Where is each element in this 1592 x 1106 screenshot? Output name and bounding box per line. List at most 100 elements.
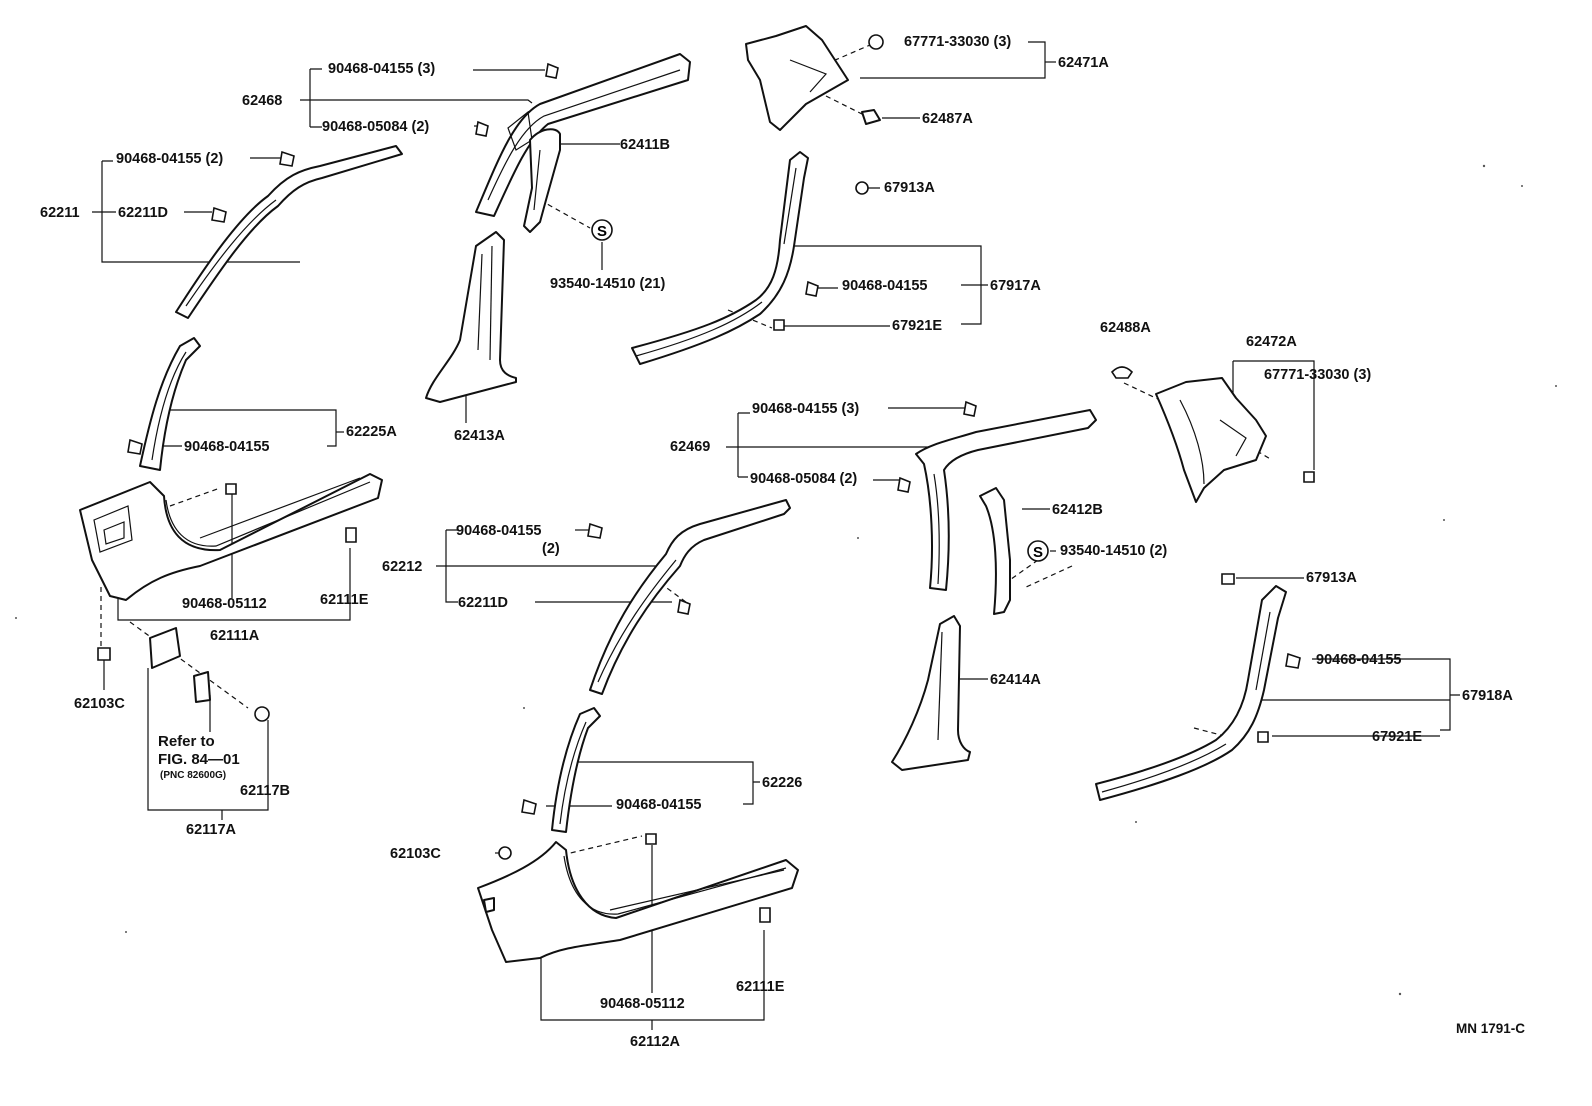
part-label: 62411B bbox=[620, 137, 670, 153]
part-label: 67917A bbox=[990, 278, 1041, 294]
clip-icon bbox=[587, 522, 603, 539]
part-label: 62117B bbox=[240, 783, 290, 799]
part-label: 90468-05084 (2) bbox=[750, 471, 858, 487]
front-pillar-garnish-62225a bbox=[139, 337, 201, 471]
part-label: 90468-04155 (2) bbox=[116, 151, 224, 167]
part-label: 67771-33030 (3) bbox=[1264, 367, 1372, 383]
screw-icon bbox=[254, 706, 270, 722]
part-label: 90468-04155 (3) bbox=[752, 401, 860, 417]
screw-icon bbox=[855, 181, 869, 195]
grommet-icon bbox=[498, 846, 512, 860]
clip-icon bbox=[1285, 652, 1301, 669]
pillar-garnish-62412b bbox=[979, 487, 1011, 615]
cover-62117a bbox=[149, 627, 211, 703]
quarter-trim-62472a bbox=[1155, 377, 1267, 503]
reference-note-line-2: FIG. 84—01 bbox=[158, 751, 240, 768]
part-label: 62111E bbox=[320, 592, 369, 608]
part-label: 62112A bbox=[630, 1034, 680, 1050]
door-scuff-plate-62111a bbox=[79, 473, 383, 601]
part-label: 90468-04155 bbox=[1316, 652, 1402, 668]
cowl-side-trim-67918a bbox=[1095, 585, 1287, 801]
center-pillar-garnish-62414a bbox=[891, 615, 971, 771]
push-clip-icon bbox=[759, 907, 771, 923]
push-clip-icon bbox=[1303, 471, 1315, 483]
part-label: 62226 bbox=[762, 775, 803, 791]
push-clip-icon bbox=[773, 319, 785, 331]
part-label: 62412B bbox=[1052, 502, 1103, 518]
part-label: 62469 bbox=[670, 439, 711, 455]
clip-icon bbox=[127, 438, 143, 455]
part-label: 90468-05112 bbox=[182, 596, 267, 612]
part-label: 90468-04155 bbox=[616, 797, 702, 813]
part-label: 62413A bbox=[454, 428, 505, 444]
part-label: (2) bbox=[542, 541, 560, 557]
part-label: 62487A bbox=[922, 111, 973, 127]
s-mark-text: S bbox=[1033, 544, 1043, 561]
roof-side-rail-62211 bbox=[175, 145, 403, 319]
clip-icon bbox=[225, 483, 237, 495]
screw-icon bbox=[1221, 573, 1235, 585]
clip-icon bbox=[645, 833, 657, 845]
pillar-garnish-62411b bbox=[523, 128, 561, 233]
part-label: 90468-04155 bbox=[184, 439, 270, 455]
front-pillar-garnish-62226 bbox=[551, 707, 601, 833]
roof-side-rail-62469 bbox=[915, 409, 1097, 591]
part-label: 67918A bbox=[1462, 688, 1513, 704]
push-clip-icon bbox=[345, 527, 357, 543]
clip-icon bbox=[545, 62, 559, 79]
clip-icon bbox=[521, 798, 537, 815]
part-label: 62103C bbox=[390, 846, 441, 862]
part-label: 90468-04155 bbox=[456, 523, 542, 539]
part-label: 90468-05112 bbox=[600, 996, 685, 1012]
roof-side-rail-62212 bbox=[589, 499, 791, 695]
part-label: 90468-04155 (3) bbox=[328, 61, 436, 77]
part-label: 67913A bbox=[884, 180, 935, 196]
push-clip-icon bbox=[1257, 731, 1269, 743]
part-label: 62211D bbox=[458, 595, 508, 611]
clip-icon bbox=[279, 150, 295, 167]
part-label: 62225A bbox=[346, 424, 397, 440]
part-label: 67921E bbox=[1372, 729, 1422, 745]
s-mark-icon bbox=[1027, 540, 1049, 562]
clip-icon bbox=[211, 206, 227, 223]
cowl-side-trim-67917a bbox=[631, 151, 809, 365]
part-label: 62414A bbox=[990, 672, 1041, 688]
door-scuff-plate-62112a bbox=[477, 841, 799, 963]
part-label: 62211D bbox=[118, 205, 168, 221]
part-label: 62211 bbox=[40, 205, 80, 221]
clip-icon bbox=[1110, 366, 1134, 379]
part-label: 93540-14510 (2) bbox=[1060, 543, 1168, 559]
reference-note-line-3: (PNC 82600G) bbox=[160, 770, 227, 781]
standard-part-marks: S S bbox=[591, 219, 1049, 562]
screw-icon bbox=[868, 34, 884, 50]
part-label: 62212 bbox=[382, 559, 423, 575]
part-label: 62472A bbox=[1246, 334, 1297, 350]
part-label: 67921E bbox=[892, 318, 942, 334]
roof-side-rail-62468 bbox=[475, 53, 691, 217]
scan-specks bbox=[15, 164, 1557, 996]
quarter-trim-62471a bbox=[745, 25, 881, 131]
part-label: 67913A bbox=[1306, 570, 1357, 586]
grommet-icon bbox=[97, 647, 111, 661]
s-mark-icon bbox=[591, 219, 613, 241]
part-label: 90468-04155 bbox=[842, 278, 928, 294]
part-label: 93540-14510 (21) bbox=[550, 276, 666, 292]
reference-note-line-1: Refer to bbox=[158, 733, 215, 750]
part-label: 67771-33030 (3) bbox=[904, 34, 1012, 50]
part-label: 90468-05084 (2) bbox=[322, 119, 430, 135]
part-label: 62488A bbox=[1100, 320, 1151, 336]
part-label: 62103C bbox=[74, 696, 125, 712]
clip-icon bbox=[963, 400, 977, 417]
figure-code: MN 1791-C bbox=[1456, 1021, 1526, 1036]
part-label: 62468 bbox=[242, 93, 283, 109]
part-label: 62111E bbox=[736, 979, 785, 995]
fasteners bbox=[97, 34, 1315, 923]
clip-icon bbox=[805, 280, 819, 297]
clip-icon bbox=[897, 476, 911, 493]
part-label: 62471A bbox=[1058, 55, 1109, 71]
clip-icon bbox=[475, 120, 489, 137]
part-label: 62117A bbox=[186, 822, 236, 838]
center-pillar-garnish-62413a bbox=[425, 231, 517, 403]
s-mark-text: S bbox=[597, 223, 607, 240]
